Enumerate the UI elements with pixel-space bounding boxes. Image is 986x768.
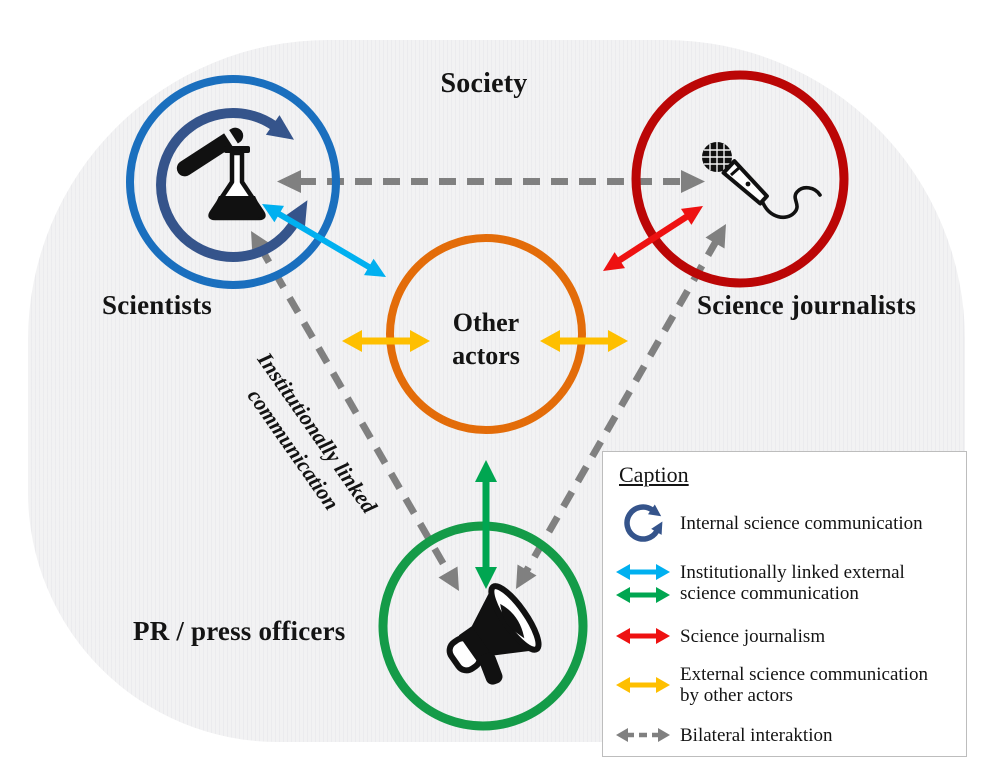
legend-text-other-actors: External science communication by other …: [680, 664, 928, 706]
society-background: [28, 40, 965, 742]
other-actors-label: Other actors: [406, 306, 566, 372]
yellow-double-arrow-icon: [611, 675, 675, 695]
legend-text-other-actors-line2: by other actors: [680, 685, 793, 706]
science-journalists-circle: [631, 70, 849, 288]
legend-text-institutional: Institutionally linked external science …: [680, 562, 905, 604]
megaphone-icon: [446, 583, 542, 685]
society-label: Society: [440, 68, 528, 99]
other-actors-label-line2: actors: [452, 341, 520, 370]
bilateral-interaction-arrow-journalists-pr: [516, 224, 726, 589]
legend-item-internal: Internal science communication: [611, 494, 962, 552]
red-double-arrow-icon: [611, 626, 675, 646]
external-science-communication-arrow-pr: [475, 460, 497, 589]
legend-text-other-actors-line1: External science communication: [680, 664, 928, 685]
legend-item-bilateral: Bilateral interaktion: [611, 717, 962, 753]
scientists-label: Scientists: [102, 290, 212, 320]
legend-item-other-actors: External science communication by other …: [611, 657, 962, 713]
caption-heading: Caption: [619, 462, 689, 487]
legend-text-journalism: Science journalism: [680, 625, 826, 647]
microphone-icon: [702, 142, 822, 220]
legend-text-bilateral: Bilateral interaktion: [680, 724, 833, 746]
legend-item-institutional: Institutionally linked external science …: [611, 556, 962, 610]
internal-circular-arrow-icon: [611, 499, 675, 547]
internal-science-communication-arrow: [156, 108, 308, 262]
legend-text-institutional-line2: science communication: [680, 583, 859, 604]
external-communication-by-other-actors-arrow-right: [540, 330, 628, 352]
bilateral-interaction-arrow-scientists-journalists: [277, 170, 705, 193]
caption-box: Caption Internal science communication: [602, 451, 967, 757]
institutionally-linked-external-communication-arrow: [262, 204, 386, 277]
legend-item-journalism: Science journalism: [611, 618, 962, 654]
other-actors-circle: [386, 234, 586, 434]
legend-text-internal: Internal science communication: [680, 512, 923, 534]
external-communication-by-other-actors-arrow-left: [342, 330, 430, 352]
pr-press-officers-label: PR / press officers: [133, 616, 346, 646]
legend-text-institutional-line1: Institutionally linked external: [680, 562, 905, 583]
science-journalism-arrow: [603, 206, 703, 271]
blue-and-green-double-arrow-icon: [611, 562, 675, 605]
gray-dashed-double-arrow-icon: [611, 725, 675, 745]
other-actors-label-line1: Other: [452, 308, 520, 337]
flask-icon: [176, 127, 266, 221]
scientists-circle: [126, 75, 340, 289]
science-journalists-label: Science journalists: [697, 290, 917, 320]
